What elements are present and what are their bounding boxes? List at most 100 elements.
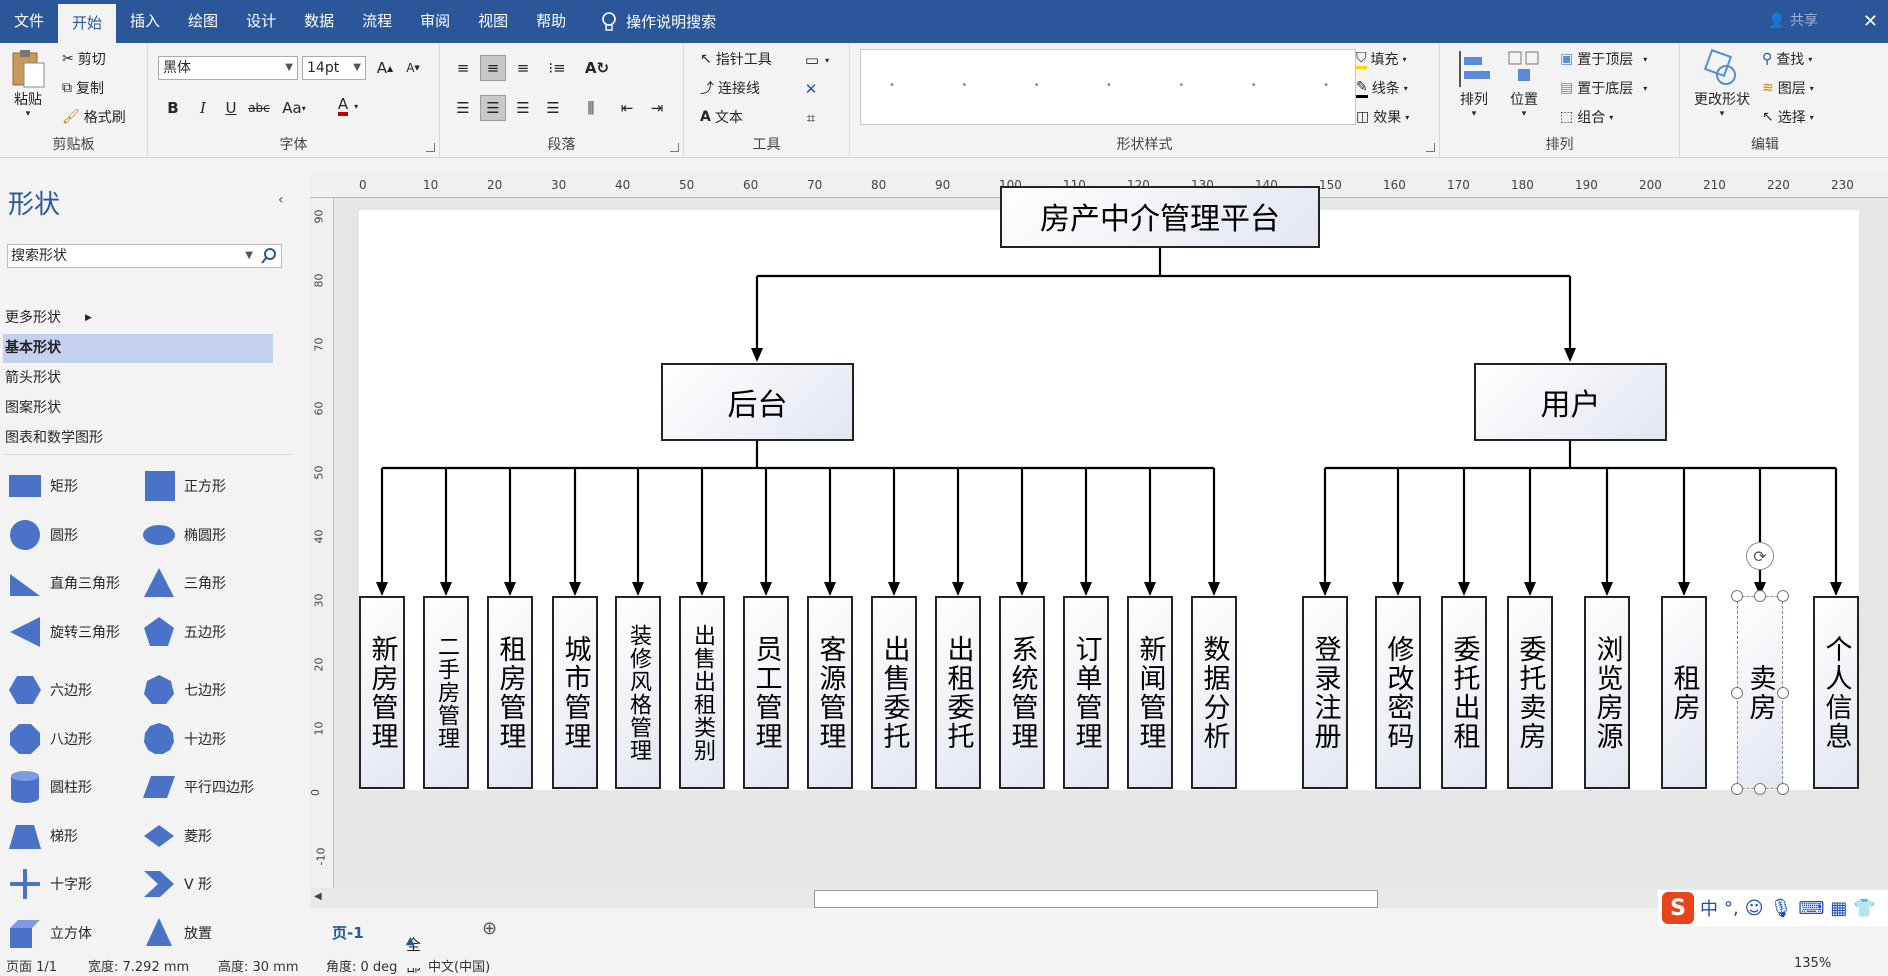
increase-indent-button[interactable]: ⇥ [650, 99, 664, 117]
menu-tab-7[interactable]: 审阅 [420, 12, 451, 30]
shape-item[interactable]: 菱形 [142, 816, 212, 856]
close-icon[interactable]: ✕ [804, 80, 818, 98]
font-size-select[interactable]: 14pt▼ [302, 56, 366, 80]
backend-child-node[interactable]: 新房管理 [359, 596, 405, 789]
selection-handle[interactable] [1777, 590, 1789, 602]
shape-search-input[interactable]: 搜索形状 ▼ [7, 244, 282, 268]
justify-button[interactable]: ☰ [546, 99, 560, 117]
shape-item[interactable]: 七边形 [142, 670, 226, 710]
status-zoom[interactable]: 135% [1794, 956, 1832, 971]
text-direction-button[interactable]: A↻ [584, 59, 610, 77]
ime-mode[interactable]: 中 [1700, 899, 1718, 920]
user-child-node[interactable]: 委托卖房 [1507, 596, 1553, 789]
root-node[interactable]: 房产中介管理平台 [1000, 186, 1320, 248]
group-button[interactable]: ⬚组合▾ [1560, 109, 1614, 126]
sogou-logo-icon[interactable]: S [1662, 892, 1694, 924]
backend-child-node[interactable]: 系统管理 [999, 596, 1045, 789]
shirt-icon[interactable]: 👕 [1853, 897, 1876, 919]
selection-handle[interactable] [1754, 783, 1766, 795]
keyboard-icon[interactable]: ⌨ [1798, 897, 1825, 919]
search-icon[interactable] [260, 247, 278, 265]
menu-tab-5[interactable]: 数据 [304, 12, 335, 30]
paragraph-dialog-launcher[interactable] [670, 143, 679, 152]
selection-handle[interactable] [1731, 686, 1743, 699]
branch-node-0[interactable]: 后台 [661, 363, 854, 441]
selection-handle[interactable] [1777, 686, 1789, 699]
backend-child-node[interactable]: 城市管理 [552, 596, 598, 789]
stencil-item-4[interactable]: 图表和数学图形 [3, 424, 273, 453]
shape-item[interactable]: 十边形 [142, 719, 226, 759]
format-painter-button[interactable]: 🖌格式刷 [62, 107, 126, 127]
user-child-node[interactable]: 委托出租 [1441, 596, 1487, 789]
backend-child-node[interactable]: 订单管理 [1063, 596, 1109, 789]
shape-item[interactable]: 三角形 [142, 563, 226, 603]
rotate-handle-icon[interactable]: ⟳ [1746, 542, 1774, 570]
decrease-indent-button[interactable]: ⇤ [620, 99, 634, 117]
align-center-button[interactable]: ☰ [480, 95, 506, 121]
stencil-item-1[interactable]: 基本形状 [3, 334, 273, 363]
align-bottom-button[interactable]: ≡ [516, 59, 530, 77]
align-top-button[interactable]: ≡ [456, 59, 470, 77]
backend-child-node[interactable]: 客源管理 [807, 596, 853, 789]
status-page[interactable]: 页面 1/1 [6, 960, 58, 975]
shape-item[interactable]: 六边形 [8, 670, 92, 710]
user-child-node[interactable]: 修改密码 [1375, 596, 1421, 789]
selection-handle[interactable] [1754, 590, 1766, 602]
cut-button[interactable]: ✂剪切 [62, 49, 106, 69]
scrollbar-thumb[interactable] [814, 890, 1378, 908]
shape-item[interactable]: 十字形 [8, 864, 92, 904]
stencil-item-2[interactable]: 箭头形状 [3, 364, 273, 393]
menu-tab-8[interactable]: 视图 [478, 12, 509, 30]
change-shape-button[interactable]: 更改形状 ▾ [1694, 49, 1750, 119]
close-icon[interactable]: ✕ [1862, 11, 1878, 32]
emoji-icon[interactable]: ☺ [1744, 897, 1764, 919]
bullets-button[interactable]: ⁝≡ [548, 59, 566, 77]
user-child-node[interactable]: 个人信息 [1813, 596, 1859, 789]
font-name-select[interactable]: 黑体▼ [158, 56, 298, 80]
grid-icon[interactable]: ▦ [1830, 897, 1848, 919]
microphone-icon[interactable]: 🎙 [1769, 897, 1793, 919]
rectangle-tool-button[interactable]: ▭▾ [804, 51, 830, 69]
distribute-button[interactable]: ⫼ [587, 99, 595, 117]
branch-node-1[interactable]: 用户 [1474, 363, 1667, 441]
shape-item[interactable]: 圆柱形 [8, 767, 92, 807]
menu-tab-9[interactable]: 帮助 [536, 12, 567, 30]
font-dialog-launcher[interactable] [426, 143, 435, 152]
collapse-pane-icon[interactable]: ‹ [278, 192, 284, 208]
backend-child-node[interactable]: 租房管理 [487, 596, 533, 789]
paste-button[interactable]: 粘贴 ▾ [10, 49, 46, 119]
backend-child-node[interactable]: 数据分析 [1191, 596, 1237, 789]
align-middle-button[interactable]: ≡ [480, 55, 506, 81]
align-left-button[interactable]: ☰ [456, 99, 470, 117]
shape-item[interactable]: 八边形 [8, 719, 92, 759]
share-button[interactable]: 👤 共享 [1768, 0, 1818, 43]
shape-styles-dialog-launcher[interactable] [1426, 143, 1435, 152]
strikethrough-button[interactable]: abc [246, 95, 272, 121]
change-case-button[interactable]: Aa▾ [282, 99, 306, 117]
shape-item[interactable]: 放置 [142, 913, 212, 953]
chevron-down-icon[interactable]: ▼ [245, 250, 253, 261]
stencil-item-0[interactable]: 更多形状▶ [3, 304, 273, 333]
shape-item[interactable]: 正方形 [142, 466, 226, 506]
menu-tab-1[interactable]: 开始 [58, 4, 117, 43]
font-color-button[interactable]: A▾ [328, 93, 368, 119]
backend-child-node[interactable]: 新闻管理 [1127, 596, 1173, 789]
backend-child-node[interactable]: 二手房管理 [423, 596, 469, 789]
connection-point-icon[interactable]: ⌗ [806, 109, 816, 127]
find-button[interactable]: ⚲查找▾ [1762, 51, 1813, 68]
scroll-left-icon[interactable]: ◀ [314, 891, 322, 902]
grow-font-button[interactable]: A▲ [376, 59, 394, 77]
shape-item[interactable]: 直角三角形 [8, 563, 120, 603]
effects-button[interactable]: ◫效果▾ [1356, 109, 1410, 126]
shape-item[interactable]: 五边形 [142, 612, 226, 652]
shape-item[interactable]: 立方体 [8, 913, 92, 953]
underline-button[interactable]: U [218, 95, 244, 121]
add-page-icon[interactable]: ⊕ [482, 918, 498, 939]
copy-button[interactable]: ⧉复制 [62, 78, 104, 98]
selection-handle[interactable] [1731, 590, 1743, 602]
shrink-font-button[interactable]: A▼ [406, 61, 420, 75]
stencil-item-3[interactable]: 图案形状 [3, 394, 273, 423]
user-child-node[interactable]: 浏览房源 [1584, 596, 1630, 789]
quick-styles-gallery[interactable]: ••••••• [860, 49, 1356, 125]
